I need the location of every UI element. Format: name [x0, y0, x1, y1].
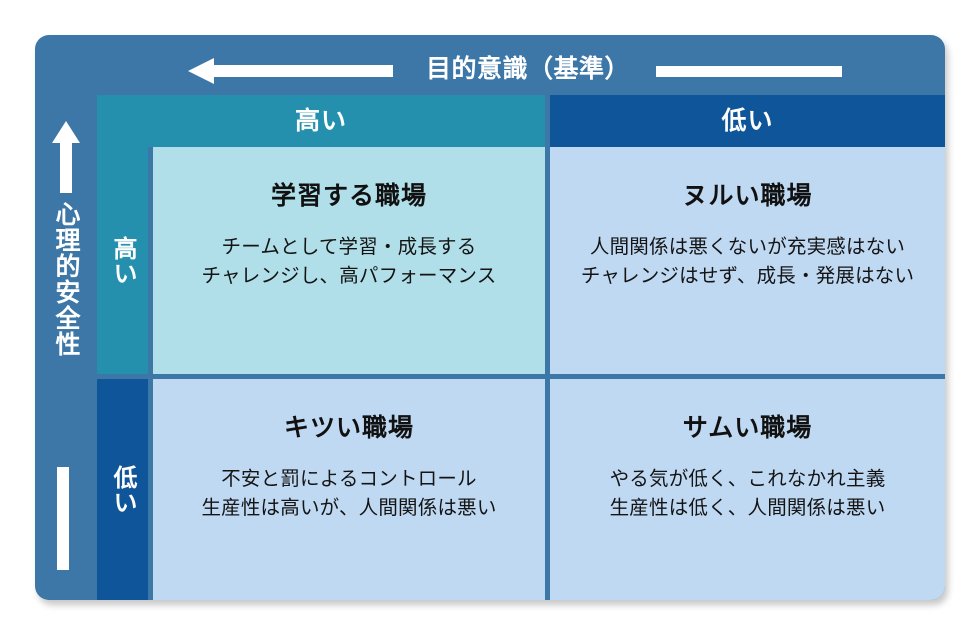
column-header-high: 高い — [97, 95, 545, 147]
quadrant-top-right-desc-line1: 人間関係は悪くないが充実感はない — [589, 236, 906, 258]
psychological-safety-matrix: 目的意識（基準） 心理的安全性 高い 低い 高い 低い 学習する職場 チームとし… — [35, 35, 945, 600]
row-header-high: 高い — [97, 147, 148, 374]
quadrant-top-right-desc-line2: チャレンジはせず、成長・発展はない — [580, 265, 915, 287]
column-header-low: 低い — [550, 95, 945, 147]
quadrant-top-right-title: ヌルい職場 — [682, 182, 813, 210]
quadrant-top-left-desc-line2: チャレンジし、高パフォーマンス — [201, 265, 497, 287]
left-arrow-icon — [188, 58, 393, 84]
vertical-axis: 心理的安全性 — [35, 95, 97, 600]
horizontal-axis-label: 目的意識（基準） — [425, 55, 630, 83]
quadrant-top-left-desc-line1: チームとして学習・成長する — [221, 236, 477, 258]
quadrant-grid: 高い 低い 高い 低い 学習する職場 チームとして学習・成長する チャレンジし、… — [97, 95, 945, 600]
quadrant-bottom-right: サムい職場 やる気が低く、これなかれ主義 生産性は低く、人間関係は悪い — [550, 379, 945, 600]
quadrant-top-left-title: 学習する職場 — [270, 182, 427, 210]
vertical-axis-bar — [57, 467, 69, 570]
quadrant-bottom-left: キツい職場 不安と罰によるコントロール 生産性は高いが、人間関係は悪い — [153, 379, 545, 600]
horizontal-axis-bar — [656, 66, 842, 77]
quadrant-top-left: 学習する職場 チームとして学習・成長する チャレンジし、高パフォーマンス — [153, 147, 545, 374]
quadrant-bottom-right-desc-line2: 生産性は低く、人間関係は悪い — [609, 497, 886, 519]
row-header-low: 低い — [97, 379, 148, 600]
quadrant-bottom-left-desc-line2: 生産性は高いが、人間関係は悪い — [201, 497, 497, 519]
up-arrow-icon — [52, 121, 80, 193]
quadrant-bottom-left-desc-line1: 不安と罰によるコントロール — [221, 468, 477, 490]
horizontal-axis: 目的意識（基準） — [35, 35, 945, 95]
quadrant-bottom-right-title: サムい職場 — [682, 414, 813, 442]
vertical-axis-label: 心理的安全性 — [52, 201, 80, 357]
quadrant-top-right: ヌルい職場 人間関係は悪くないが充実感はない チャレンジはせず、成長・発展はない — [550, 147, 945, 374]
quadrant-bottom-right-desc-line1: やる気が低く、これなかれ主義 — [609, 468, 886, 490]
quadrant-bottom-left-title: キツい職場 — [283, 414, 414, 442]
